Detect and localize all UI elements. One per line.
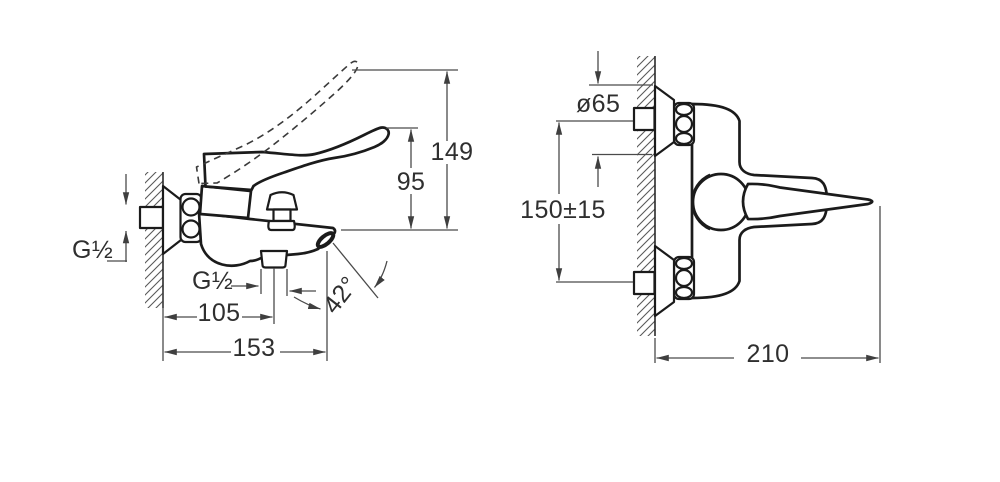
dim-outlet-offset: 105 xyxy=(162,268,275,361)
bottom-outlet xyxy=(259,249,289,269)
dim-handle-reach: 210 xyxy=(654,206,881,368)
dim-210-label: 210 xyxy=(747,340,790,368)
dim-escutcheon-diameter: ø65 xyxy=(576,51,653,187)
cartridge-dome-contour xyxy=(690,173,711,231)
dim-153-label: 153 xyxy=(233,334,276,362)
right-view: ø65 150±15 210 xyxy=(520,51,881,368)
dim-95-label: 95 xyxy=(397,168,426,196)
faucet-body-spout xyxy=(197,211,337,268)
escutcheon-top xyxy=(653,84,676,158)
left-view: 149 95 G½ G½ 105 xyxy=(72,60,474,362)
dim-lever-height: 95 xyxy=(397,129,426,229)
dim-dia65-label: ø65 xyxy=(576,90,620,118)
cartridge-dome xyxy=(691,172,751,232)
height-reference-lines xyxy=(341,69,458,231)
pipe-stub-top xyxy=(632,106,656,132)
outlet-thread-label: G½ xyxy=(192,267,233,295)
escutcheon-bottom xyxy=(653,244,676,318)
lever-top-view xyxy=(741,182,874,221)
diverter-knob xyxy=(265,191,299,232)
dim-lever-raised-height: 149 xyxy=(431,71,474,229)
dim-connection-spacing: 150±15 xyxy=(520,120,633,283)
dim-wall-thread: G½ xyxy=(72,174,130,264)
dim-spout-reach: 153 xyxy=(164,251,328,362)
dim-outlet-thread: G½ xyxy=(192,267,316,296)
mounting-nut-side xyxy=(179,192,203,244)
cartridge-housing xyxy=(198,184,253,220)
lever-handle-side xyxy=(202,126,391,192)
aerator xyxy=(315,231,336,249)
pipe-stub-left xyxy=(138,205,165,230)
pipe-stub-bottom xyxy=(632,270,656,296)
dim-42-label: 42° xyxy=(318,271,364,319)
wall-hatch-left xyxy=(145,172,163,308)
mounting-nut-top xyxy=(672,101,696,147)
dim-150-label: 150±15 xyxy=(520,196,606,224)
mounting-nut-bottom xyxy=(672,255,696,301)
escutcheon-side xyxy=(161,184,183,256)
wall-thread-label: G½ xyxy=(72,236,113,264)
lever-handle-phantom xyxy=(195,60,359,185)
dim-spout-angle: 42° xyxy=(293,242,388,319)
dim-105-label: 105 xyxy=(198,299,241,327)
dim-149-label: 149 xyxy=(431,138,474,166)
